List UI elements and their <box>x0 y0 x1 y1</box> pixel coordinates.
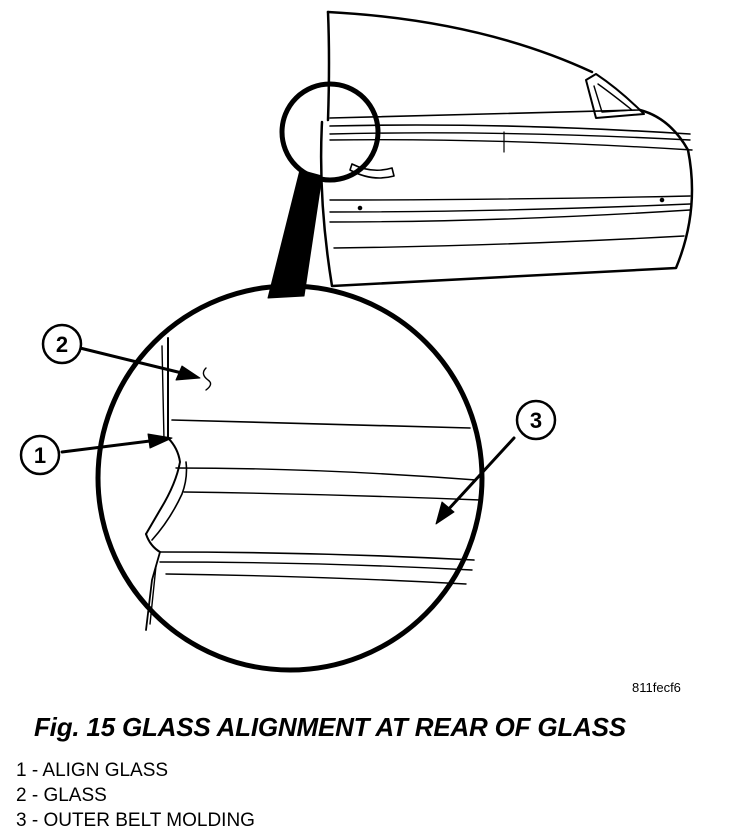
detail-indicator <box>267 81 381 299</box>
legend-item: 1 - ALIGN GLASS <box>16 760 169 781</box>
callout-circle-3 <box>515 399 557 441</box>
callout-legend: 1 - ALIGN GLASS 2 - GLASS 3 - OUTER BELT… <box>16 758 255 833</box>
arrow-head-3 <box>435 501 455 525</box>
callout-circle-1 <box>19 434 61 476</box>
callout-number-1: 1 <box>34 443 46 468</box>
legend-item: 2 - GLASS <box>16 785 107 806</box>
callout-circle-2 <box>41 323 83 365</box>
arrow-head-2 <box>175 365 201 381</box>
figure-code: 811fecf6 <box>632 680 681 695</box>
callout-arrows <box>60 346 516 514</box>
detail-magnified-view <box>95 283 485 673</box>
callout-number-2: 2 <box>56 332 68 357</box>
door-glass-illustration: 2 1 3 <box>19 10 694 673</box>
door-panel <box>319 10 694 288</box>
figure-caption: Fig. 15 GLASS ALIGNMENT AT REAR OF GLASS <box>34 712 626 742</box>
arrow-head-1 <box>147 433 173 449</box>
callout-number-3: 3 <box>530 408 542 433</box>
legend-item: 3 - OUTER BELT MOLDING <box>16 810 255 831</box>
